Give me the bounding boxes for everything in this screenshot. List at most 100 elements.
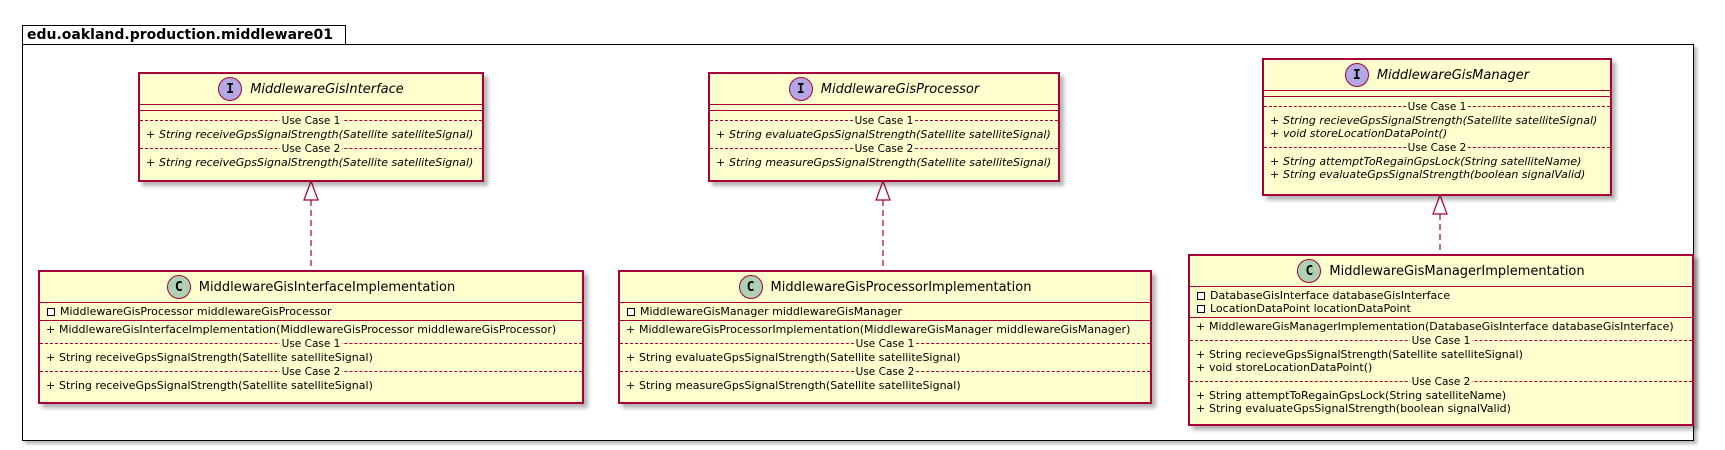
fields-section: MiddlewareGisProcessor middlewareGisProc… bbox=[40, 303, 582, 321]
group-separator: Use Case 2 bbox=[620, 365, 1150, 378]
interface-badge-icon: I bbox=[218, 77, 243, 101]
fields-section bbox=[140, 105, 482, 111]
method-row: +String evaluateGpsSignalStrength(boolea… bbox=[1190, 402, 1692, 415]
method-row: +String evaluateGpsSignalStrength(Satell… bbox=[710, 128, 1058, 141]
field-row: MiddlewareGisManager middlewareGisManage… bbox=[620, 305, 1150, 318]
method-signature: String receiveGpsSignalStrength(Satellit… bbox=[159, 128, 474, 141]
field-row: LocationDataPoint locationDataPoint bbox=[1190, 302, 1692, 315]
method-row: +String recieveGpsSignalStrength(Satelli… bbox=[1264, 114, 1610, 127]
class-badge-icon: C bbox=[738, 275, 763, 299]
public-visibility-icon: + bbox=[46, 379, 56, 392]
public-visibility-icon: + bbox=[146, 128, 156, 141]
group-label: Use Case 1 bbox=[1409, 335, 1473, 347]
public-visibility-icon: + bbox=[626, 323, 636, 336]
interface-header: I MiddlewareGisInterface bbox=[140, 74, 482, 105]
fields-section: DatabaseGisInterface databaseGisInterfac… bbox=[1190, 287, 1692, 318]
public-visibility-icon: + bbox=[46, 323, 56, 336]
field-declaration: DatabaseGisInterface databaseGisInterfac… bbox=[1210, 289, 1451, 302]
method-row: +String measureGpsSignalStrength(Satelli… bbox=[710, 156, 1058, 169]
private-visibility-icon bbox=[1197, 292, 1205, 300]
group-separator: Use Case 1 bbox=[1190, 334, 1692, 347]
group-separator: Use Case 2 bbox=[140, 142, 482, 155]
class-middleware-gis-manager-implementation[interactable]: C MiddlewareGisManagerImplementation Dat… bbox=[1188, 254, 1694, 426]
public-visibility-icon: + bbox=[1270, 168, 1280, 181]
method-row: +String evaluateGpsSignalStrength(boolea… bbox=[1264, 168, 1610, 181]
public-visibility-icon: + bbox=[1196, 402, 1206, 415]
group-label: Use Case 1 bbox=[852, 115, 916, 127]
method-row: +String receiveGpsSignalStrength(Satelli… bbox=[40, 351, 582, 364]
interface-header: I MiddlewareGisProcessor bbox=[710, 74, 1058, 105]
class-header: C MiddlewareGisManagerImplementation bbox=[1190, 256, 1692, 287]
public-visibility-icon: + bbox=[46, 351, 56, 364]
private-visibility-icon bbox=[47, 308, 55, 316]
method-row: +String attemptToRegainGpsLock(String sa… bbox=[1190, 389, 1692, 402]
method-row: +String measureGpsSignalStrength(Satelli… bbox=[620, 379, 1150, 392]
constructor-row: +MiddlewareGisProcessorImplementation(Mi… bbox=[620, 323, 1150, 336]
interface-middleware-gis-manager[interactable]: I MiddlewareGisManager Use Case 1 +Strin… bbox=[1262, 58, 1612, 196]
constructor-signature: MiddlewareGisInterfaceImplementation(Mid… bbox=[59, 323, 557, 336]
interface-name: MiddlewareGisProcessor bbox=[820, 81, 980, 97]
group-separator: Use Case 2 bbox=[710, 142, 1058, 155]
methods-section: Use Case 1 +String receiveGpsSignalStren… bbox=[140, 111, 482, 171]
constructor-signature: MiddlewareGisProcessorImplementation(Mid… bbox=[639, 323, 1131, 336]
group-label: Use Case 2 bbox=[852, 143, 916, 155]
class-header: C MiddlewareGisInterfaceImplementation bbox=[40, 272, 582, 303]
private-visibility-icon bbox=[627, 308, 635, 316]
class-name: MiddlewareGisManagerImplementation bbox=[1329, 263, 1585, 279]
methods-section: +MiddlewareGisProcessorImplementation(Mi… bbox=[620, 321, 1150, 394]
public-visibility-icon: + bbox=[1196, 361, 1206, 374]
constructor-row: +MiddlewareGisManagerImplementation(Data… bbox=[1190, 320, 1692, 333]
group-label: Use Case 2 bbox=[279, 366, 343, 378]
method-signature: String recieveGpsSignalStrength(Satellit… bbox=[1283, 114, 1598, 127]
method-signature: String attemptToRegainGpsLock(String sat… bbox=[1283, 155, 1582, 168]
class-middleware-gis-interface-implementation[interactable]: C MiddlewareGisInterfaceImplementation M… bbox=[38, 270, 584, 404]
method-row: +void storeLocationDataPoint() bbox=[1264, 127, 1610, 140]
method-signature: void storeLocationDataPoint() bbox=[1209, 361, 1373, 374]
method-signature: String evaluateGpsSignalStrength(boolean… bbox=[1283, 168, 1586, 181]
method-row: +String receiveGpsSignalStrength(Satelli… bbox=[140, 128, 482, 141]
group-label: Use Case 2 bbox=[1409, 376, 1473, 388]
methods-section: +MiddlewareGisInterfaceImplementation(Mi… bbox=[40, 321, 582, 394]
package-name: edu.oakland.production.middleware01 bbox=[27, 27, 333, 43]
group-label: Use Case 1 bbox=[853, 338, 917, 350]
method-signature: String measureGpsSignalStrength(Satellit… bbox=[729, 156, 1052, 169]
method-signature: String receiveGpsSignalStrength(Satellit… bbox=[59, 351, 373, 364]
public-visibility-icon: + bbox=[146, 156, 156, 169]
public-visibility-icon: + bbox=[1196, 348, 1206, 361]
method-signature: String receiveGpsSignalStrength(Satellit… bbox=[159, 156, 474, 169]
field-declaration: MiddlewareGisProcessor middlewareGisProc… bbox=[60, 305, 332, 318]
field-declaration: MiddlewareGisManager middlewareGisManage… bbox=[640, 305, 903, 318]
method-signature: String evaluateGpsSignalStrength(boolean… bbox=[1209, 402, 1511, 415]
public-visibility-icon: + bbox=[716, 128, 726, 141]
method-row: +String recieveGpsSignalStrength(Satelli… bbox=[1190, 348, 1692, 361]
class-name: MiddlewareGisProcessorImplementation bbox=[770, 279, 1032, 295]
class-badge-icon: C bbox=[1297, 259, 1322, 283]
field-declaration: LocationDataPoint locationDataPoint bbox=[1210, 302, 1411, 315]
fields-section bbox=[1264, 91, 1610, 97]
realization-arrowhead-processor bbox=[875, 179, 891, 201]
public-visibility-icon: + bbox=[626, 351, 636, 364]
fields-section: MiddlewareGisManager middlewareGisManage… bbox=[620, 303, 1150, 321]
group-label: Use Case 1 bbox=[279, 338, 343, 350]
group-separator: Use Case 2 bbox=[40, 365, 582, 378]
group-label: Use Case 1 bbox=[279, 115, 343, 127]
private-visibility-icon bbox=[1197, 305, 1205, 313]
method-signature: String recieveGpsSignalStrength(Satellit… bbox=[1209, 348, 1523, 361]
interface-middleware-gis-interface[interactable]: I MiddlewareGisInterface Use Case 1 +Str… bbox=[138, 72, 484, 182]
method-signature: String measureGpsSignalStrength(Satellit… bbox=[639, 379, 961, 392]
group-separator: Use Case 1 bbox=[1264, 100, 1610, 113]
public-visibility-icon: + bbox=[1196, 389, 1206, 402]
public-visibility-icon: + bbox=[1270, 155, 1280, 168]
method-signature: void storeLocationDataPoint() bbox=[1283, 127, 1448, 140]
method-row: +String attemptToRegainGpsLock(String sa… bbox=[1264, 155, 1610, 168]
group-separator: Use Case 2 bbox=[1264, 141, 1610, 154]
group-label: Use Case 2 bbox=[279, 143, 343, 155]
interface-header: I MiddlewareGisManager bbox=[1264, 60, 1610, 91]
field-row: DatabaseGisInterface databaseGisInterfac… bbox=[1190, 289, 1692, 302]
methods-section: +MiddlewareGisManagerImplementation(Data… bbox=[1190, 318, 1692, 417]
class-middleware-gis-processor-implementation[interactable]: C MiddlewareGisProcessorImplementation M… bbox=[618, 270, 1152, 404]
interface-name: MiddlewareGisInterface bbox=[250, 81, 404, 97]
class-badge-icon: C bbox=[166, 275, 191, 299]
interface-middleware-gis-processor[interactable]: I MiddlewareGisProcessor Use Case 1 +Str… bbox=[708, 72, 1060, 182]
